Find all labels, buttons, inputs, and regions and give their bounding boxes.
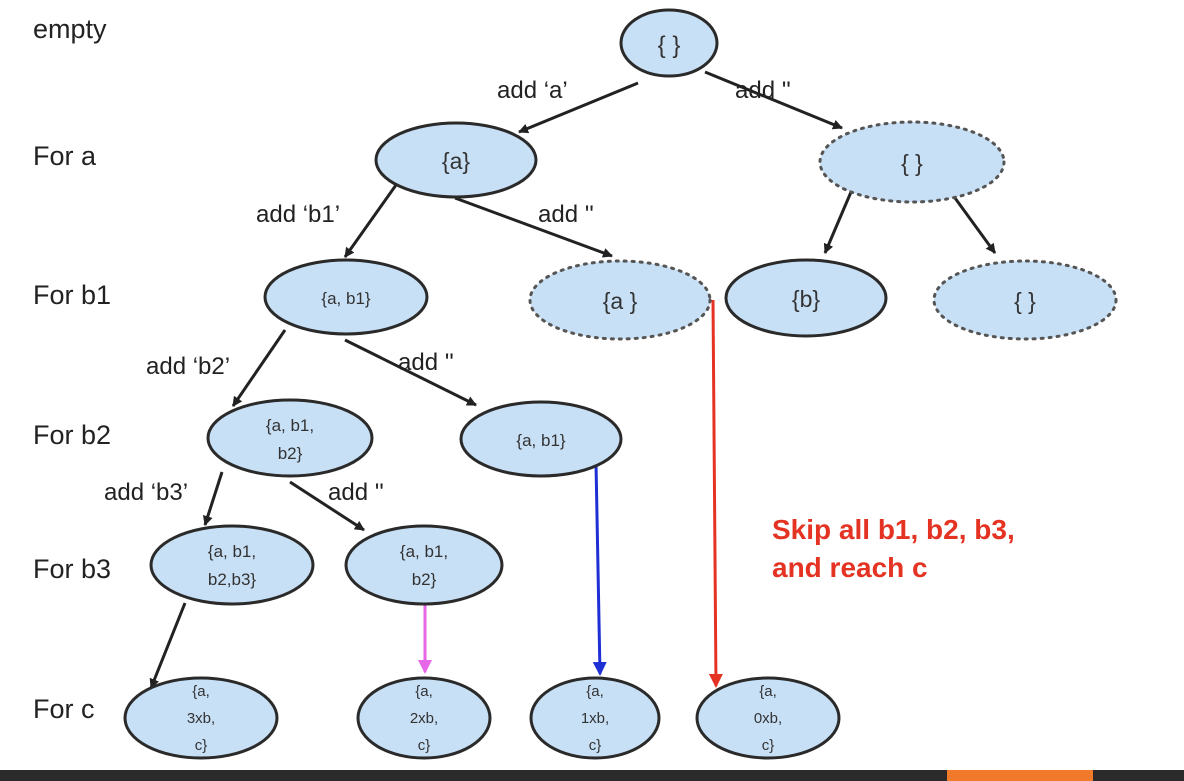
edge-root-to-empty	[704, 70, 843, 130]
svg-text:c}: c}	[418, 737, 431, 754]
svg-text:b2,b3}: b2,b3}	[208, 570, 257, 589]
edge-red-to-c0	[708, 299, 723, 688]
edge-empty-to-b	[823, 191, 853, 254]
row-label-for-c: For c	[33, 694, 95, 724]
svg-text:{ }: { }	[658, 32, 681, 59]
svg-text:0xb,: 0xb,	[754, 710, 782, 727]
edge-label-b1-add-empty: add ''	[398, 349, 454, 376]
svg-text:c}: c}	[589, 737, 602, 754]
node-root: { }	[619, 8, 719, 78]
edge-ab1-to-ab1b2	[231, 329, 287, 407]
svg-text:{a, b1,: {a, b1,	[266, 416, 314, 435]
node-empty-lvl1-dotted: { }	[818, 120, 1006, 204]
svg-text:{a,: {a,	[415, 683, 433, 700]
video-player-bar	[0, 770, 1184, 781]
node-a-b1-lvl3: {a, b1}	[459, 400, 623, 478]
edge-a-to-ab1	[343, 184, 398, 258]
node-a-b1-b2-b3: {a, b1, b2,b3}	[149, 524, 315, 606]
svg-text:1xb,: 1xb,	[581, 710, 609, 727]
annotation-line-2: and reach c	[772, 552, 928, 583]
edge-blue-to-c1	[592, 462, 607, 676]
edge-label-b2-add-empty: add ''	[328, 479, 384, 506]
edge-root-to-a	[518, 81, 639, 134]
svg-text:{a, b1,: {a, b1,	[400, 542, 448, 561]
svg-text:b2}: b2}	[278, 444, 303, 463]
svg-text:3xb,: 3xb,	[187, 710, 215, 727]
svg-text:c}: c}	[195, 737, 208, 754]
svg-text:{a,: {a,	[759, 683, 777, 700]
node-c0: {a, 0xb, c}	[695, 676, 841, 760]
edge-ab1b2-to-ab1b2b3	[202, 471, 224, 526]
svg-text:c}: c}	[762, 737, 775, 754]
edge-ab1-to-ab1	[344, 338, 477, 407]
svg-text:{a}: {a}	[442, 148, 470, 174]
node-b: {b}	[724, 258, 888, 338]
annotation-line-1: Skip all b1, b2, b3,	[772, 514, 1015, 545]
edge-ab1b2b3-to-c3	[149, 602, 187, 689]
edge-a-to-a-dotted	[454, 196, 613, 258]
svg-text:{a, b1,: {a, b1,	[208, 542, 256, 561]
edge-label-a-add-b1: add ‘b1’	[256, 201, 340, 228]
row-label-empty: empty	[33, 14, 107, 44]
node-empty-lvl2-dotted: { }	[932, 259, 1118, 341]
node-a: {a}	[374, 121, 538, 199]
progress-accent	[947, 770, 1093, 781]
edge-label-root-add-empty: add ''	[735, 77, 791, 104]
row-label-for-b2: For b2	[33, 420, 111, 450]
svg-text:b2}: b2}	[412, 570, 437, 589]
edge-empty-to-empty	[953, 197, 997, 254]
edge-label-b2-add-b3: add ‘b3’	[104, 479, 188, 506]
node-c1: {a, 1xb, c}	[529, 676, 661, 760]
svg-text:{a }: {a }	[603, 288, 638, 314]
row-label-for-a: For a	[33, 141, 97, 171]
svg-text:{a,: {a,	[192, 683, 210, 700]
node-c2: {a, 2xb, c}	[356, 676, 492, 760]
node-a-b1: {a, b1}	[263, 258, 429, 336]
svg-text:2xb,: 2xb,	[410, 710, 438, 727]
edge-label-b1-add-b2: add ‘b2’	[146, 353, 230, 380]
row-label-for-b1: For b1	[33, 280, 111, 310]
edge-label-a-add-empty: add ''	[538, 201, 594, 228]
svg-text:{a, b1}: {a, b1}	[321, 289, 370, 308]
svg-text:{b}: {b}	[792, 286, 820, 312]
node-a-dotted: {a }	[528, 259, 712, 341]
row-label-for-b3: For b3	[33, 554, 111, 584]
svg-text:{a,: {a,	[586, 683, 604, 700]
node-a-b1-b2: {a, b1, b2}	[206, 398, 374, 478]
edge-ab1b2-to-ab1b2-lvl4	[289, 480, 365, 532]
svg-text:{ }: { }	[1014, 288, 1036, 314]
svg-text:{ }: { }	[901, 150, 923, 176]
node-c3: {a, 3xb, c}	[123, 676, 279, 760]
edge-label-root-add-a: add ‘a’	[497, 77, 568, 104]
svg-text:{a, b1}: {a, b1}	[516, 431, 565, 450]
node-a-b1-b2-lvl4: {a, b1, b2}	[344, 524, 504, 606]
